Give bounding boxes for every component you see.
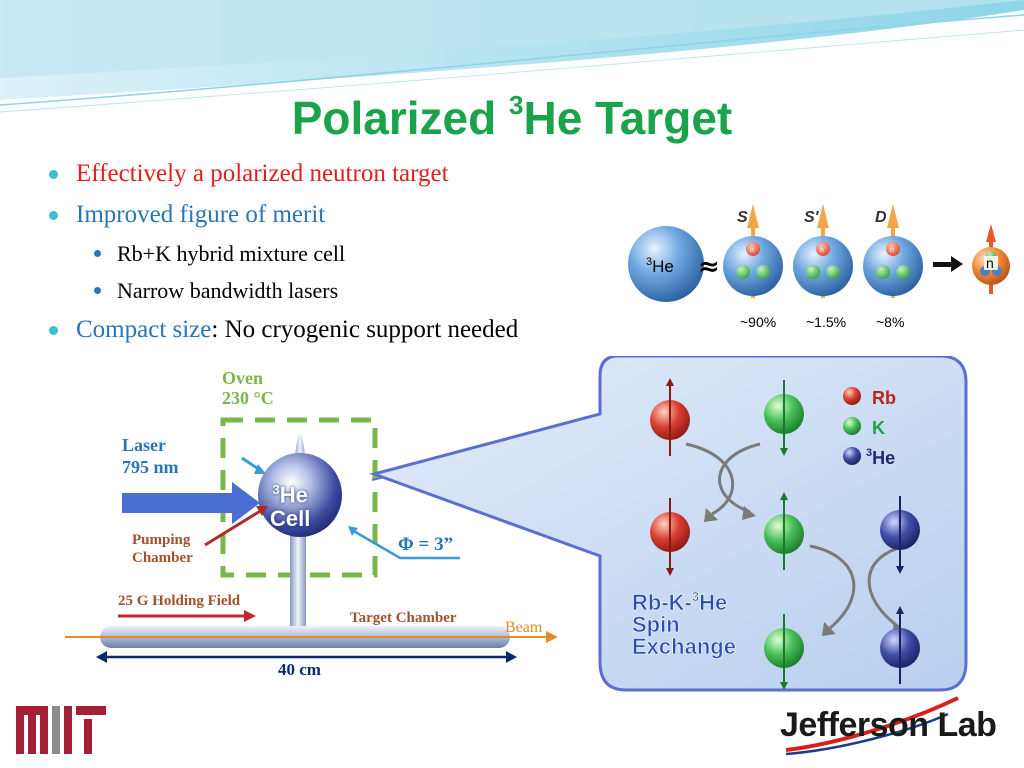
bullet-figure-of-merit: Improved figure of merit bbox=[49, 201, 325, 229]
bullet-dot-icon bbox=[49, 326, 58, 335]
he3-nucleus-ball bbox=[628, 226, 704, 302]
k-atom-bottom bbox=[764, 614, 804, 690]
bullet-neutron-target: Effectively a polarized neutron target bbox=[49, 160, 449, 188]
phi-pointer bbox=[351, 528, 460, 560]
bullet-compact-size: Compact size: No cryogenic support neede… bbox=[49, 316, 518, 344]
target-cell-diagram bbox=[65, 417, 580, 663]
arrow-to-neutron-icon bbox=[933, 256, 963, 272]
page-title: Polarized 3He Target bbox=[291, 90, 733, 144]
beam-arrow-icon bbox=[546, 631, 558, 643]
nucleon-label-s: n bbox=[750, 247, 754, 254]
percent-sprime: ~1.5% bbox=[806, 314, 846, 330]
approx-symbol: ≈ bbox=[698, 252, 720, 282]
pumping-chamber-pointer bbox=[204, 508, 263, 547]
state-sprime-ball bbox=[793, 204, 853, 298]
pumping-chamber-sphere bbox=[258, 453, 342, 537]
nucleon-label-sprime: n bbox=[820, 247, 824, 254]
pumping-chamber-label: Pumping Chamber bbox=[132, 532, 193, 566]
spin-exchange-title: Rb-K-3He Spin Exchange bbox=[632, 589, 736, 659]
spin-exchange-panel: Rb K 3He Rb-K-3He Spin Exchange bbox=[368, 356, 968, 692]
he3-atom-bottom bbox=[880, 606, 920, 684]
he3-nucleus-label: 3He bbox=[646, 256, 674, 276]
legend-rb-label: Rb bbox=[872, 388, 896, 408]
state-d-ball bbox=[863, 204, 923, 298]
target-chamber-label: Target Chamber bbox=[350, 610, 457, 626]
oven-label: Oven 230 °C bbox=[222, 368, 274, 408]
laser-label: Laser 795 nm bbox=[122, 435, 179, 477]
bullet-dot-icon bbox=[49, 211, 58, 220]
laser-arrow-icon bbox=[122, 482, 260, 524]
bullet-dot-icon bbox=[49, 170, 58, 179]
oven-box bbox=[220, 417, 378, 578]
k-atom-top bbox=[764, 380, 804, 456]
wavefunction-diagram: 3He ≈ S S' D n n n bbox=[628, 204, 1010, 330]
effective-neutron-ball bbox=[972, 224, 1010, 294]
state-s-ball bbox=[723, 204, 783, 298]
state-label-sprime: S' bbox=[804, 209, 820, 226]
sub-bullet-dot-icon bbox=[94, 287, 101, 294]
nucleon-label-d: n bbox=[890, 247, 894, 254]
mit-logo bbox=[16, 706, 106, 754]
phi-label: Φ = 3” bbox=[398, 534, 454, 555]
state-label-s: S bbox=[737, 209, 748, 226]
sub-bullet-dot-icon bbox=[94, 250, 101, 257]
rb-atom-top bbox=[650, 378, 690, 456]
legend-he-label: 3He bbox=[866, 447, 895, 468]
legend-k-icon bbox=[843, 417, 861, 435]
header-wave bbox=[0, 0, 1024, 113]
sub-bullet-hybrid-cell: Rb+K hybrid mixture cell bbox=[94, 241, 345, 267]
legend-k-label: K bbox=[872, 418, 885, 438]
jefferson-lab-swoosh bbox=[785, 696, 959, 756]
neutron-label: n bbox=[986, 255, 994, 271]
he3-atom-mid bbox=[880, 496, 920, 574]
cell-stem bbox=[290, 530, 306, 638]
percent-s: ~90% bbox=[740, 314, 776, 330]
holding-field-label: 25 G Holding Field bbox=[118, 593, 241, 609]
sub-bullet-narrow-lasers: Narrow bandwidth lasers bbox=[94, 278, 338, 304]
beam-label: Beam bbox=[505, 619, 543, 636]
cell-label: 3He Cell bbox=[270, 482, 311, 532]
rb-atom-mid bbox=[650, 498, 690, 576]
k-atom-mid bbox=[764, 492, 804, 570]
state-label-d: D bbox=[875, 209, 887, 226]
length-label: 40 cm bbox=[278, 660, 321, 679]
percent-d: ~8% bbox=[876, 314, 904, 330]
jefferson-lab-logo: Jefferson Lab bbox=[780, 706, 997, 744]
legend-rb-icon bbox=[843, 387, 861, 405]
legend-he-icon bbox=[843, 447, 861, 465]
